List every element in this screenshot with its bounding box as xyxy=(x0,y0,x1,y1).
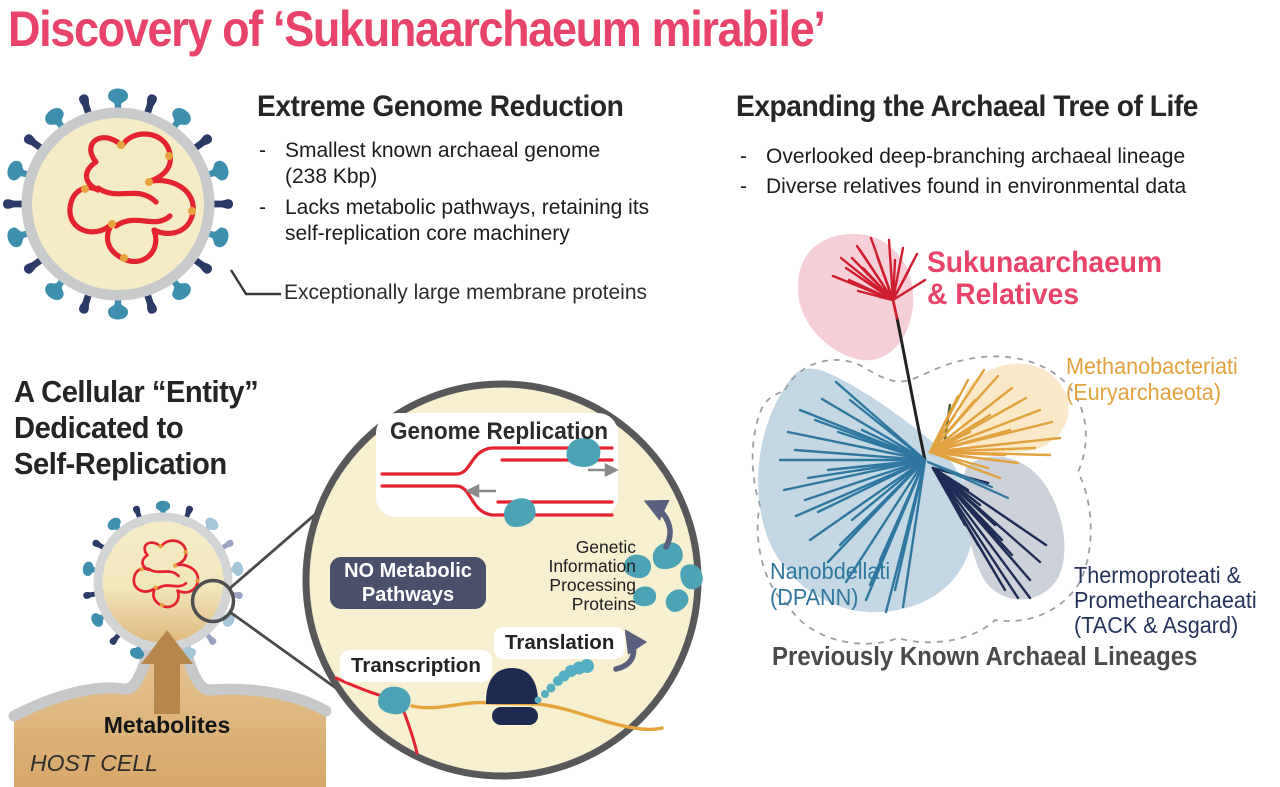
clade-label-thermoproteati: Thermoproteati & Promethearchaeati (TACK… xyxy=(1074,562,1257,638)
root-branch xyxy=(895,316,927,462)
genome-reduction-heading: Extreme Genome Reduction xyxy=(257,90,624,123)
red-stem xyxy=(891,298,899,320)
genome-replication-label: Genome Replication xyxy=(389,418,609,445)
gip-proteins-label: Genetic Information Processing Proteins xyxy=(548,537,636,614)
small-cell-cytoplasm xyxy=(102,521,224,643)
previously-known-caption: Previously Known Archaeal Lineages xyxy=(772,643,1198,671)
methanobacteriati-branches xyxy=(928,368,1062,480)
clade-label-sukunaarchaeum: Sukunaarchaeum & Relatives xyxy=(927,246,1163,311)
dna-template-strand xyxy=(334,676,419,755)
previously-known-outline xyxy=(751,355,1092,645)
clade-label-nanobdellati: Nanobdellati (DPANN) xyxy=(770,558,891,610)
mrna-strand xyxy=(410,700,664,732)
fork-direction-arrows xyxy=(465,462,619,499)
no-metabolic-pathways-badge: NO Metabolic Pathways xyxy=(330,557,486,609)
cycle-arrows xyxy=(613,499,673,672)
metabolites-label: Metabolites xyxy=(103,712,231,738)
nanobdellati-blob xyxy=(758,368,974,613)
callout-line xyxy=(229,269,281,296)
transcription-label: Transcription xyxy=(340,650,492,682)
sukunaarchaeum-blob xyxy=(797,233,914,361)
genome-tangle xyxy=(67,131,196,265)
magnifier-circle xyxy=(190,578,236,624)
cell-entity-heading: A Cellular “Entity” Dedicated to Self-Re… xyxy=(14,374,259,481)
translation-label: Translation xyxy=(494,627,626,659)
hub-extra-branches xyxy=(926,460,1010,500)
cell-cytoplasm xyxy=(32,118,204,290)
membrane-protein-callout: Exceptionally large membrane proteins xyxy=(284,281,648,304)
host-cell-membrane xyxy=(8,640,332,722)
archaeal-tree xyxy=(751,233,1092,645)
bullet-item: - Smallest known archaeal genome(238 Kbp… xyxy=(259,139,601,188)
nascent-protein-beads xyxy=(534,659,594,704)
bullet-item: - Overlooked deep-branching archaeal lin… xyxy=(740,145,1186,168)
bullet-item: - Diverse relatives found in environment… xyxy=(740,175,1187,198)
cell-membrane xyxy=(21,107,215,301)
tree-section-heading: Expanding the Archaeal Tree of Life xyxy=(736,90,1199,123)
genome-replication-panel xyxy=(376,413,618,517)
archaeal-cell-illustration xyxy=(3,88,233,320)
bullet-item: - Lacks metabolic pathways, retaining it… xyxy=(259,196,650,245)
host-cell-label: HOST CELL xyxy=(30,750,158,776)
ribosome xyxy=(486,668,538,725)
tree-section-bullets: - Overlooked deep-branching archaeal lin… xyxy=(740,142,1240,202)
host-cell-body xyxy=(14,648,326,787)
metabolite-uptake-arrow xyxy=(141,630,193,714)
genome-markers xyxy=(81,141,196,262)
thermoproteati-branches xyxy=(931,466,1048,600)
page-title: Discovery of ‘Sukunaarchaeum mirabile’ xyxy=(8,1,826,57)
host-cell-scene xyxy=(8,500,332,787)
nanobdellati-branches xyxy=(778,380,927,614)
clade-label-methanobacteriati: Methanobacteriati (Euryarchaeota) xyxy=(1066,353,1238,405)
genome-reduction-bullets: - Smallest known archaeal genome(238 Kbp… xyxy=(259,138,699,252)
sukunaarchaeum-branches xyxy=(831,236,927,302)
